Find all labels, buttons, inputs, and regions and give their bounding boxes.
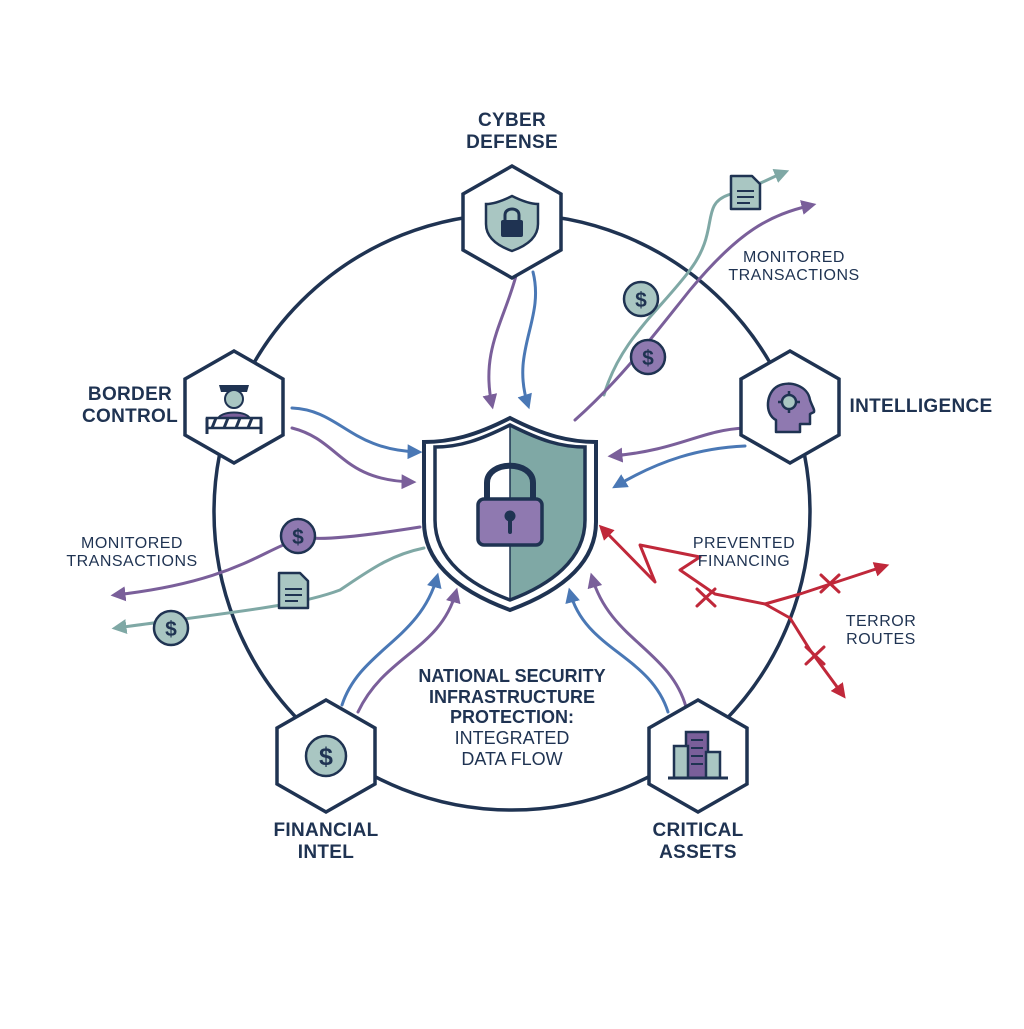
financial-intel-label-line2: INTEL [297, 841, 355, 863]
terror-line1: TERROR [845, 613, 917, 630]
document-token-1 [729, 174, 762, 211]
monitored-transactions-left-label: MONITORED TRANSACTIONS [60, 535, 204, 572]
financial-intel-label: FINANCIAL INTEL [260, 820, 392, 864]
prevented-line1: PREVENTED [692, 535, 796, 552]
svg-text:$: $ [165, 618, 177, 641]
cyber-flow-arrows [482, 270, 538, 410]
intelligence-label: INTELLIGENCE [848, 396, 994, 418]
cyber-defense-label-line2: DEFENSE [466, 131, 558, 153]
central-shield [422, 415, 598, 613]
dollar-token-4: $ [152, 609, 190, 647]
monitored-right-line1: MONITORED [743, 249, 845, 266]
border-control-label-line1: BORDER [87, 384, 173, 405]
border-flow-arrows [290, 406, 423, 490]
head-gear-icon [766, 382, 816, 434]
intelligence-node [739, 348, 841, 466]
terror-routes-label: TERROR ROUTES [836, 613, 926, 650]
dollar-token-1: $ [622, 280, 660, 318]
center-title-line1: NATIONAL SECURITY [418, 666, 606, 686]
cyber-defense-node [461, 163, 563, 281]
intelligence-label-line1: INTELLIGENCE [849, 396, 993, 417]
monitored-transactions-right-label: MONITORED TRANSACTIONS [722, 249, 866, 286]
border-control-label-line2: CONTROL [81, 405, 179, 427]
dollar-token-2: $ [629, 338, 667, 376]
center-title-line3: PROTECTION: [450, 707, 574, 728]
financial-intel-label-line1: FINANCIAL [273, 820, 379, 841]
dollar-token-3: $ [279, 517, 317, 555]
terror-routes [598, 524, 890, 699]
intelligence-flow-arrows [607, 426, 747, 489]
shield-lock-icon [484, 194, 540, 253]
financial-intel-node: $ [275, 697, 377, 815]
monitored-left-line2: TRANSACTIONS [66, 553, 198, 571]
svg-text:$: $ [635, 289, 647, 312]
financial-flow-arrows [340, 572, 461, 714]
center-subtitle-line2: DATA FLOW [461, 748, 563, 769]
monitored-left-line1: MONITORED [81, 535, 183, 552]
prevented-line2: FINANCING [697, 553, 791, 571]
monitored-right-line2: TRANSACTIONS [728, 267, 860, 285]
critical-assets-label-line2: ASSETS [659, 841, 737, 863]
critical-assets-label-line1: CRITICAL [652, 820, 744, 841]
cyber-defense-label: CYBER DEFENSE [442, 110, 582, 154]
svg-text:$: $ [319, 743, 333, 771]
border-control-node [183, 348, 285, 466]
critical-assets-label: CRITICAL ASSETS [636, 820, 760, 864]
svg-text:$: $ [292, 526, 304, 549]
cyber-defense-label-line1: CYBER [477, 110, 546, 131]
center-subtitle-line1: INTEGRATED [454, 728, 570, 749]
terror-line2: ROUTES [846, 631, 916, 649]
border-guard-icon [205, 385, 263, 434]
building-icon [668, 730, 728, 780]
critical-flow-arrows [565, 572, 688, 714]
critical-assets-node [647, 697, 749, 815]
dollar-icon: $ [304, 734, 348, 778]
prevented-financing-label: PREVENTED FINANCING [684, 535, 804, 572]
document-token-2 [277, 571, 310, 610]
center-title-line2: INFRASTRUCTURE [429, 686, 595, 707]
svg-text:$: $ [642, 347, 654, 370]
center-title: NATIONAL SECURITY INFRASTRUCTURE PROTECT… [396, 666, 628, 769]
border-control-label: BORDER CONTROL [70, 384, 190, 428]
